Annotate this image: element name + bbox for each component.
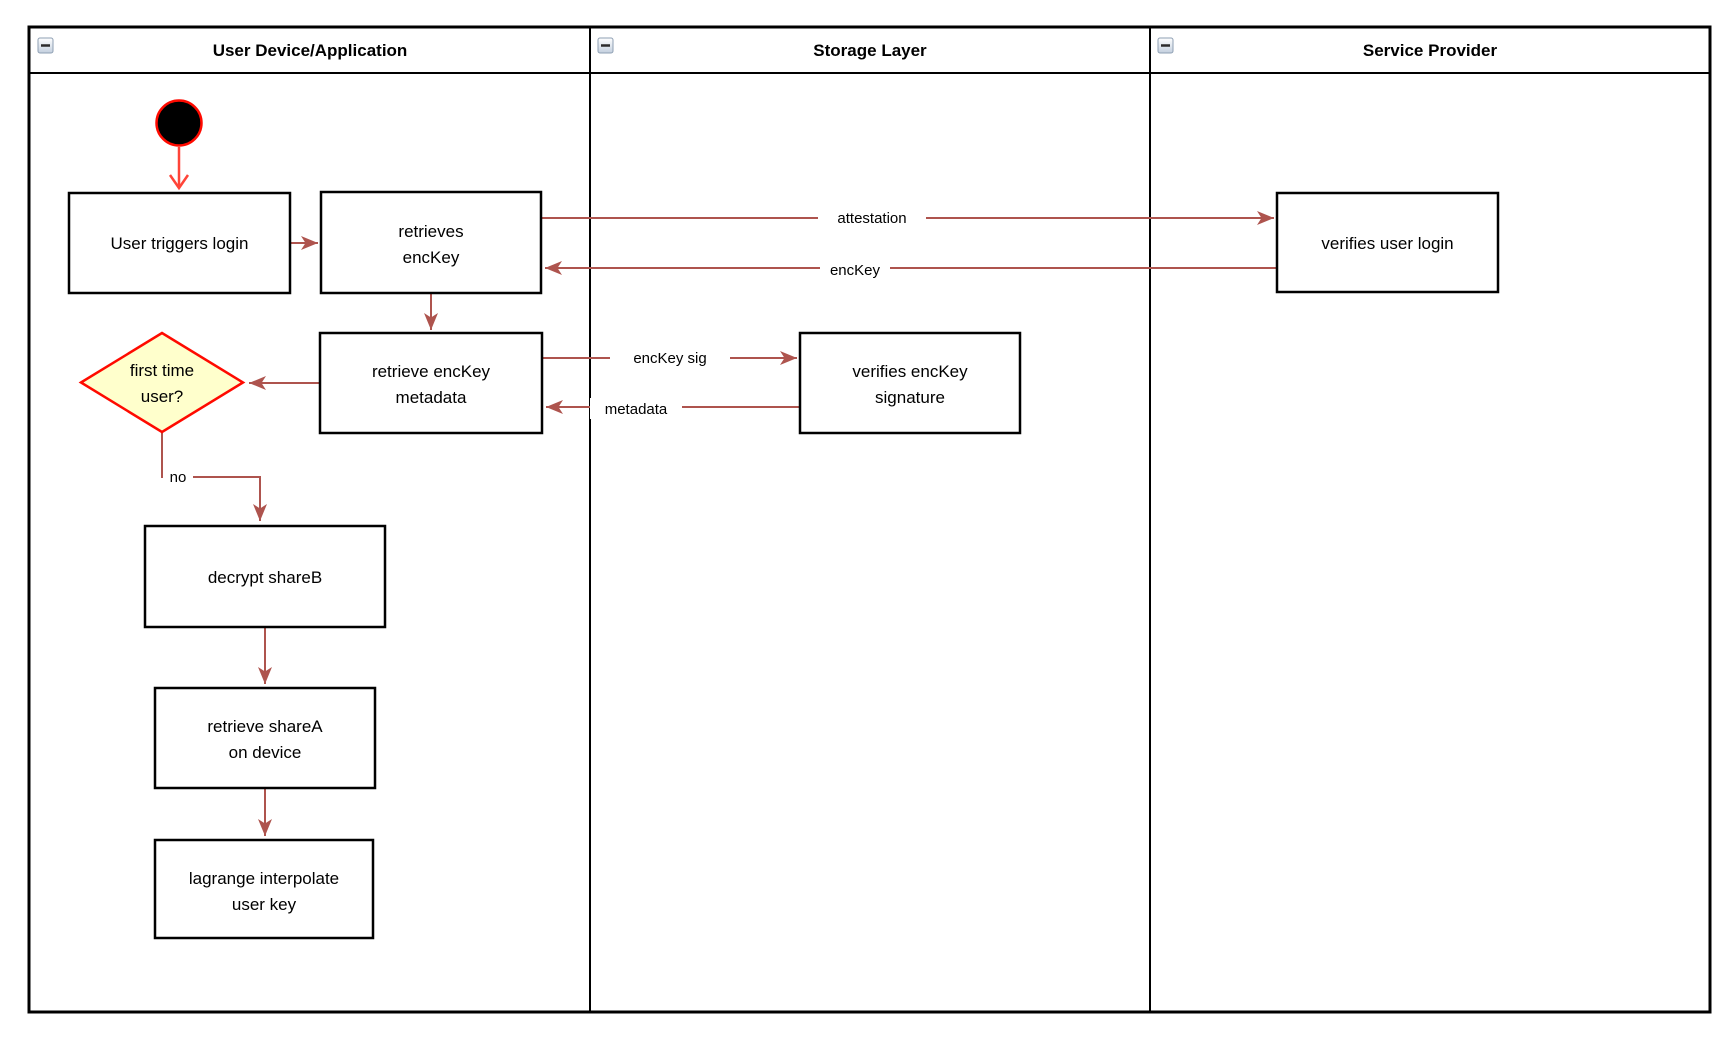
node-user-triggers-login[interactable]: User triggers login bbox=[67, 191, 292, 295]
svg-text:user?: user? bbox=[141, 387, 184, 406]
initial-state-node[interactable] bbox=[155, 99, 203, 147]
edge-enckey-sig: encKey sig bbox=[542, 347, 797, 368]
svg-text:user key: user key bbox=[232, 895, 297, 914]
node-decrypt-shareb[interactable]: decrypt shareB bbox=[143, 524, 387, 629]
lane-title-service-provider: Service Provider bbox=[1363, 41, 1498, 60]
node-first-time-user-decision[interactable]: first time user? bbox=[78, 331, 246, 434]
svg-text:decrypt shareB: decrypt shareB bbox=[208, 568, 322, 587]
svg-text:retrieve encKey: retrieve encKey bbox=[372, 362, 491, 381]
node-lagrange-interpolate-user-key[interactable]: lagrange interpolate user key bbox=[153, 838, 375, 940]
lane-header-service-provider: Service Provider bbox=[1157, 37, 1498, 60]
edge-enckey-return: encKey bbox=[545, 259, 1277, 280]
edge-start-to-login bbox=[168, 147, 190, 191]
node-retrieve-enckey-metadata[interactable]: retrieve encKey metadata bbox=[318, 331, 544, 435]
pool-border bbox=[27, 25, 1712, 1014]
edge-attestation: attestation bbox=[541, 207, 1274, 228]
nodes: User triggers login retrieves encKey ret… bbox=[67, 99, 1500, 940]
svg-text:lagrange interpolate: lagrange interpolate bbox=[189, 869, 339, 888]
swimlane-pool: User Device/Application Storage Layer Se… bbox=[27, 25, 1712, 1014]
node-verifies-enckey-signature[interactable]: verifies encKey signature bbox=[798, 331, 1022, 435]
edge-no-branch: no bbox=[161, 432, 267, 521]
svg-text:retrieves: retrieves bbox=[398, 222, 463, 241]
edge-label-metadata: metadata bbox=[605, 401, 668, 418]
svg-text:verifies user login: verifies user login bbox=[1321, 234, 1453, 253]
edge-metadata-return: metadata bbox=[546, 398, 800, 419]
edge-label-enckey: encKey bbox=[830, 262, 881, 279]
svg-text:signature: signature bbox=[875, 388, 945, 407]
svg-text:retrieve shareA: retrieve shareA bbox=[207, 717, 323, 736]
edge-label-no: no bbox=[170, 469, 187, 486]
node-retrieve-sharea-on-device[interactable]: retrieve shareA on device bbox=[153, 686, 377, 790]
svg-text:metadata: metadata bbox=[396, 388, 467, 407]
svg-text:first time: first time bbox=[130, 361, 194, 380]
collapse-minus-icon[interactable] bbox=[597, 37, 614, 54]
node-verifies-user-login[interactable]: verifies user login bbox=[1275, 191, 1500, 294]
edge-label-enckey-sig: encKey sig bbox=[633, 350, 706, 367]
collapse-minus-icon[interactable] bbox=[1157, 37, 1174, 54]
lane-title-storage-layer: Storage Layer bbox=[813, 41, 927, 60]
svg-text:encKey: encKey bbox=[403, 248, 460, 267]
svg-text:on device: on device bbox=[229, 743, 302, 762]
svg-text:User triggers login: User triggers login bbox=[111, 234, 249, 253]
lane-header-storage-layer: Storage Layer bbox=[597, 37, 927, 60]
edge-label-attestation: attestation bbox=[837, 210, 906, 227]
collapse-minus-icon[interactable] bbox=[37, 37, 54, 54]
edges: attestation encKey encKey sig metadata bbox=[161, 147, 1277, 836]
lane-title-user-device: User Device/Application bbox=[213, 41, 408, 60]
node-retrieves-enckey[interactable]: retrieves encKey bbox=[319, 190, 543, 295]
svg-text:verifies encKey: verifies encKey bbox=[852, 362, 968, 381]
lane-header-user-device: User Device/Application bbox=[37, 37, 408, 60]
